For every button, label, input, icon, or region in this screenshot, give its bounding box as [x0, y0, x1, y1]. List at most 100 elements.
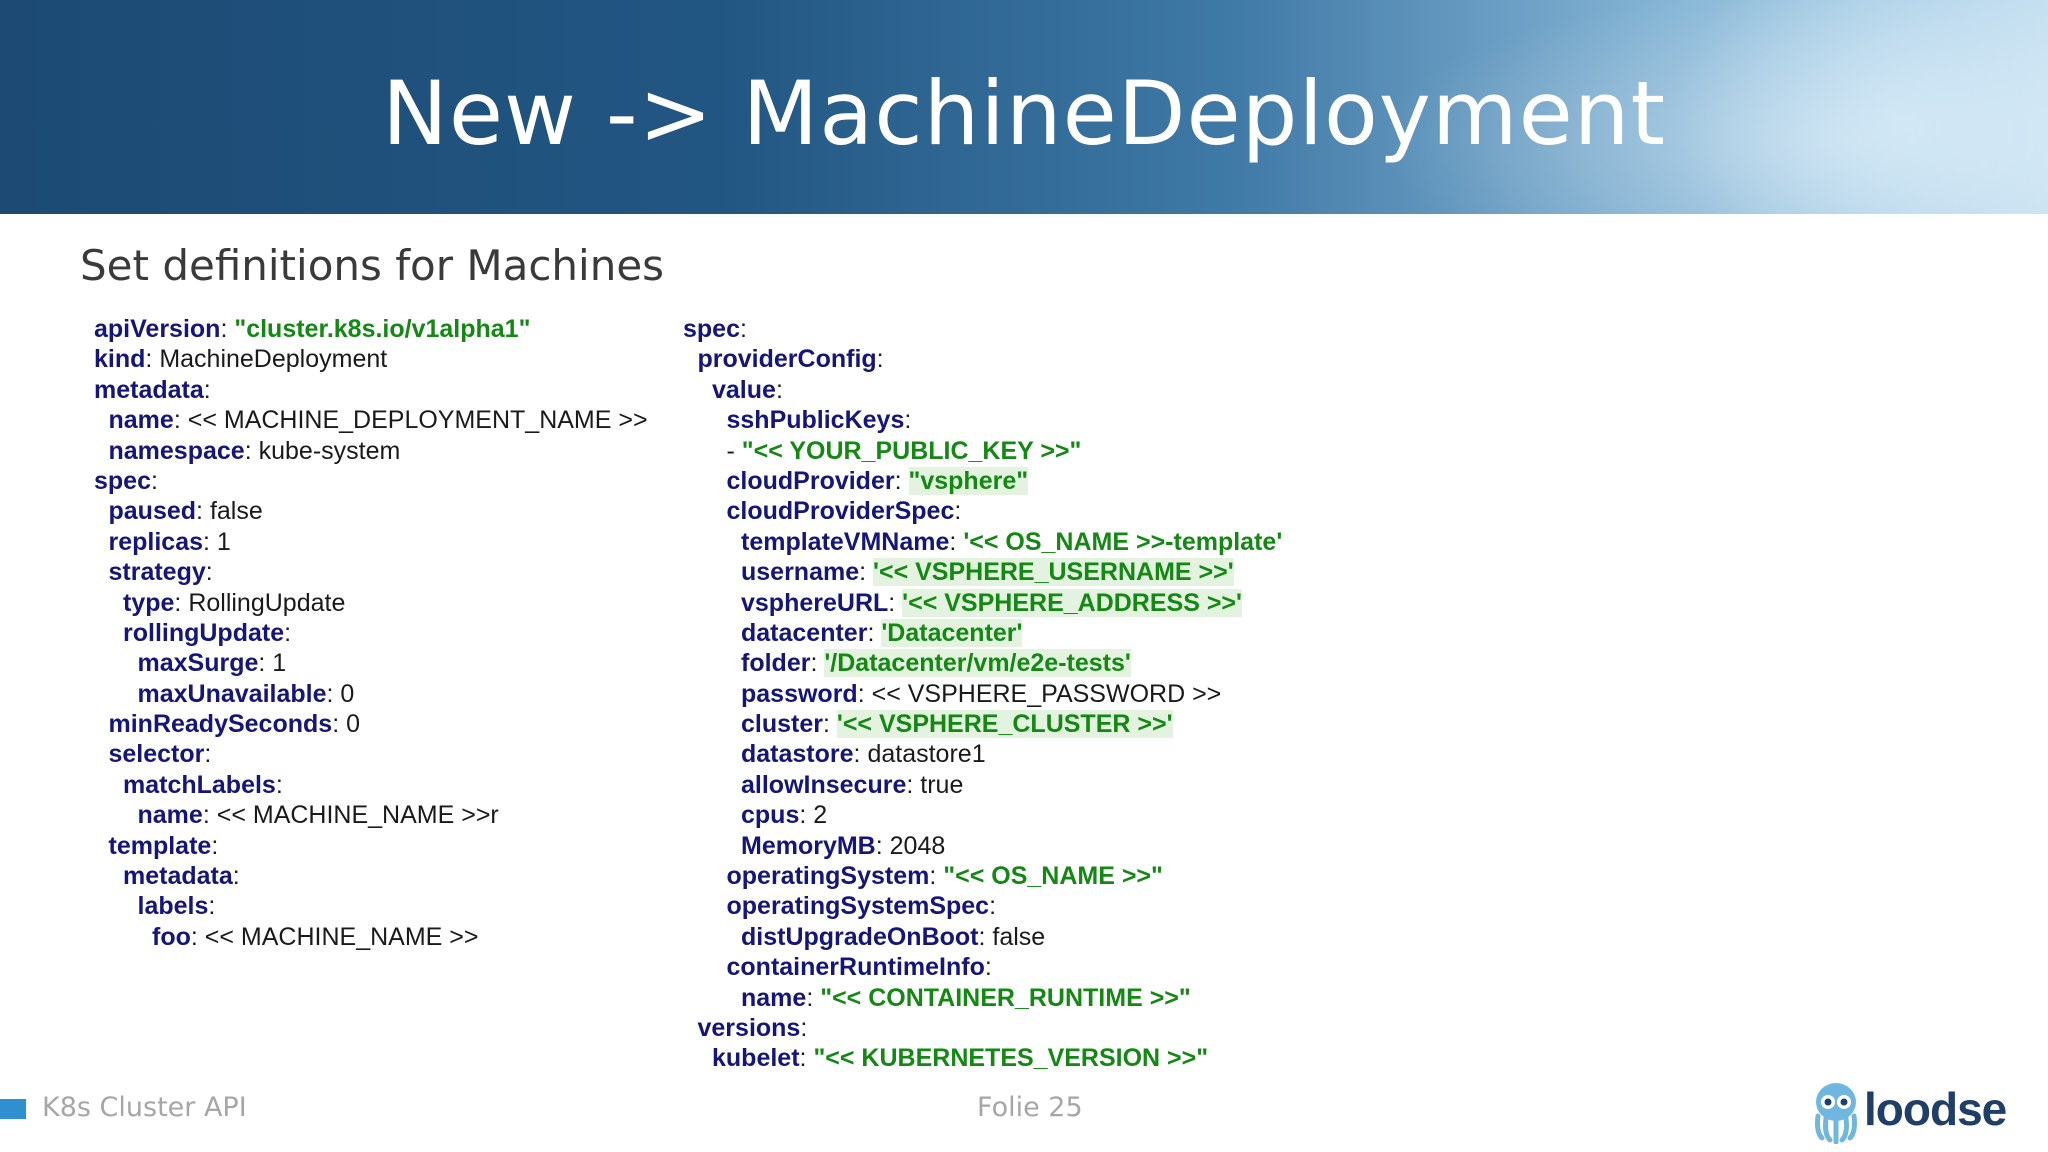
yaml-value: "<< KUBERNETES_VERSION >>": [813, 1044, 1209, 1073]
yaml-key: allowInsecure: [741, 770, 907, 799]
yaml-key: cpus: [741, 801, 800, 830]
code-line: spec:: [94, 466, 158, 495]
code-line: vsphereURL: '<< VSPHERE_ADDRESS >>': [741, 588, 1242, 617]
slide-title: New -> MachineDeployment: [381, 62, 1666, 165]
yaml-key: operatingSystem: [726, 862, 930, 891]
yaml-value: MachineDeployment: [159, 345, 388, 374]
footer-presentation-title: K8s Cluster API: [42, 1092, 247, 1123]
yaml-value: '/Datacenter/vm/e2e-tests': [824, 649, 1131, 678]
yaml-key: metadata: [94, 375, 204, 404]
yaml-value: 0: [346, 710, 360, 739]
yaml-value: false: [992, 922, 1046, 951]
yaml-value: "vsphere": [908, 466, 1029, 495]
code-line: MemoryMB: 2048: [741, 831, 946, 860]
code-line: template:: [108, 831, 219, 860]
code-line: strategy:: [108, 558, 213, 587]
yaml-value: << VSPHERE_PASSWORD >>: [871, 679, 1222, 708]
code-line: maxUnavailable: 0: [137, 679, 355, 708]
code-line: allowInsecure: true: [741, 770, 964, 799]
yaml-value: << MACHINE_DEPLOYMENT_NAME >>: [187, 406, 648, 435]
yaml-value: true: [920, 770, 964, 799]
yaml-key: templateVMName: [741, 527, 950, 556]
yaml-key: namespace: [108, 436, 245, 465]
code-line: maxSurge: 1: [137, 649, 287, 678]
yaml-key: value: [712, 375, 776, 404]
code-line: containerRuntimeInfo:: [726, 953, 992, 982]
yaml-key: vsphereURL: [741, 588, 889, 617]
yaml-value: datastore1: [867, 740, 986, 769]
yaml-value: 'Datacenter': [881, 618, 1023, 647]
yaml-key: kind: [94, 345, 146, 374]
yaml-key: spec: [683, 315, 740, 343]
yaml-value: '<< VSPHERE_USERNAME >>': [873, 558, 1234, 587]
yaml-value: RollingUpdate: [188, 588, 346, 617]
yaml-key: paused: [108, 497, 197, 526]
code-line: name: << MACHINE_NAME >>r: [137, 801, 499, 830]
yaml-key: datacenter: [741, 618, 868, 647]
yaml-value: '<< VSPHERE_ADDRESS >>': [902, 588, 1242, 617]
code-line: metadata:: [94, 375, 211, 404]
code-line: rollingUpdate:: [123, 618, 292, 647]
yaml-key: cloudProvider: [726, 466, 895, 495]
loodse-logo: loodse: [1812, 1080, 2007, 1145]
yaml-code-right: spec:providerConfig:value:sshPublicKeys:…: [683, 314, 1282, 1074]
code-line: cluster: '<< VSPHERE_CLUSTER >>': [741, 710, 1173, 739]
yaml-value: 2048: [889, 831, 946, 860]
yaml-key: spec: [94, 466, 151, 495]
yaml-key: name: [741, 983, 807, 1012]
yaml-value: 1: [272, 649, 287, 678]
yaml-key: maxUnavailable: [137, 679, 327, 708]
code-line: paused: false: [108, 497, 263, 526]
code-line: foo: << MACHINE_NAME >>: [152, 922, 479, 951]
code-line: datacenter: 'Datacenter': [741, 618, 1023, 647]
yaml-key: strategy: [108, 558, 206, 587]
yaml-key: password: [741, 679, 858, 708]
code-line: kind: MachineDeployment: [94, 345, 388, 374]
yaml-value: << MACHINE_NAME >>r: [216, 801, 499, 830]
yaml-code-left: apiVersion: "cluster.k8s.io/v1alpha1"kin…: [94, 314, 648, 952]
yaml-value: kube-system: [258, 436, 401, 465]
code-line: operatingSystemSpec:: [726, 892, 997, 921]
code-line: templateVMName: '<< OS_NAME >>-template': [741, 527, 1283, 556]
code-line: cpus: 2: [741, 801, 828, 830]
slide-subtitle: Set definitions for Machines: [80, 241, 665, 290]
yaml-key: folder: [741, 649, 811, 678]
code-line: operatingSystem: "<< OS_NAME >>": [726, 862, 1163, 891]
code-line: name: << MACHINE_DEPLOYMENT_NAME >>: [108, 406, 648, 435]
code-line: versions:: [697, 1013, 808, 1042]
yaml-key: containerRuntimeInfo: [726, 953, 985, 982]
code-line: replicas: 1: [108, 527, 231, 556]
yaml-key: kubelet: [712, 1044, 800, 1073]
code-line: datastore: datastore1: [741, 740, 986, 769]
title-banner: [0, 0, 2048, 214]
yaml-key: labels: [137, 892, 209, 921]
code-line: matchLabels:: [123, 770, 283, 799]
yaml-value: '<< VSPHERE_CLUSTER >>': [836, 710, 1173, 739]
yaml-key: username: [741, 558, 860, 587]
yaml-value: "cluster.k8s.io/v1alpha1": [234, 315, 531, 343]
yaml-value: false: [209, 497, 263, 526]
logo-wordmark: loodse: [1864, 1083, 2007, 1135]
octopus-icon: [1815, 1083, 1857, 1145]
yaml-key: rollingUpdate: [123, 618, 285, 647]
yaml-key: cluster: [741, 710, 823, 739]
banner-highlight: [1650, 0, 2048, 214]
slide-number: Folie 25: [977, 1092, 1083, 1123]
yaml-key: operatingSystemSpec: [726, 892, 990, 921]
yaml-key: datastore: [741, 740, 854, 769]
yaml-key: name: [108, 406, 174, 435]
yaml-key: replicas: [108, 527, 204, 556]
code-line: minReadySeconds: 0: [108, 710, 361, 739]
code-line: labels:: [137, 892, 216, 921]
code-line: password: << VSPHERE_PASSWORD >>: [741, 679, 1222, 708]
yaml-key: name: [137, 801, 203, 830]
yaml-key: matchLabels: [123, 770, 276, 799]
yaml-key: maxSurge: [137, 649, 259, 678]
yaml-key: foo: [152, 922, 191, 951]
yaml-key: versions: [697, 1013, 801, 1042]
yaml-key: minReadySeconds: [108, 710, 333, 739]
code-line: selector:: [108, 740, 212, 769]
code-line: name: "<< CONTAINER_RUNTIME >>": [741, 983, 1191, 1012]
yaml-key: metadata: [123, 862, 233, 891]
code-line: - "<< YOUR_PUBLIC_KEY >>": [726, 436, 1082, 465]
